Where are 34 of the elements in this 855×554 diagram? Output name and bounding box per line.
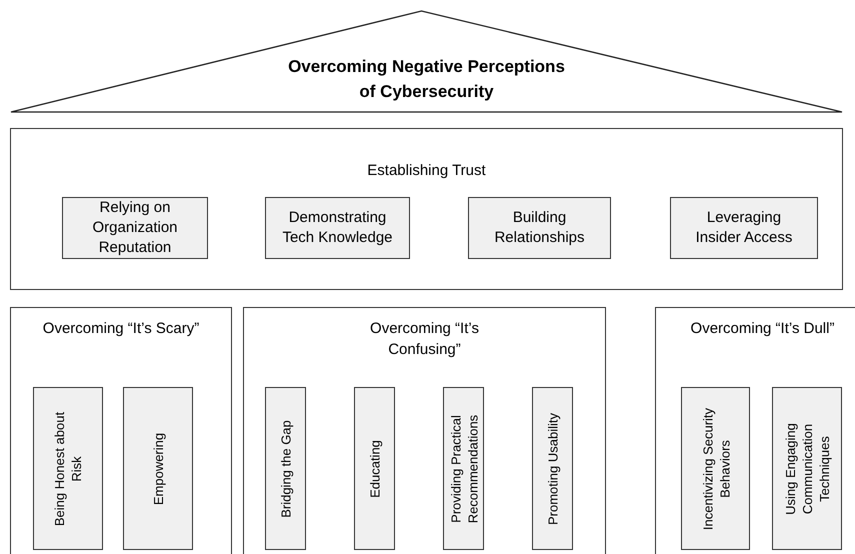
strategy-label: Building Relationships xyxy=(493,208,586,248)
strategy-box xyxy=(265,387,306,550)
strategy-label: Being Honest about Risk xyxy=(51,410,85,528)
strategy-label: Promoting Usability xyxy=(544,412,561,524)
strategy-box xyxy=(532,387,573,550)
category-heading: Overcoming “It’s Confusing” xyxy=(369,319,480,360)
strategy-box xyxy=(670,197,818,259)
category-pillar xyxy=(10,307,232,554)
strategy-box xyxy=(443,387,484,550)
strategy-label: Educating xyxy=(366,440,383,498)
strategy-label: Empowering xyxy=(150,432,166,505)
strategy-box xyxy=(33,387,103,550)
strategy-box xyxy=(354,387,395,550)
category-heading: Establishing Trust xyxy=(366,161,487,181)
strategy-box xyxy=(62,197,208,259)
strategy-label: Providing Practical Recommendations xyxy=(446,413,480,525)
title-text: Overcoming Negative Perceptions of Cybersecurity xyxy=(287,56,566,103)
category-heading: Overcoming “It’s Scary” xyxy=(42,319,200,339)
category-heading: Overcoming “It’s Dull” xyxy=(690,319,836,339)
strategy-label: Using Engaging Communication Techniques xyxy=(782,422,832,516)
category-band xyxy=(10,128,843,290)
strategy-box xyxy=(468,197,611,259)
strategy-label: Bridging the Gap xyxy=(277,420,294,518)
roof-triangle xyxy=(10,10,843,113)
strategy-box xyxy=(681,387,750,550)
strategy-label: Incentivizing Security Behaviors xyxy=(698,406,732,532)
strategy-label: Leveraging Insider Access xyxy=(694,208,794,248)
category-pillar xyxy=(243,307,606,554)
strategy-box xyxy=(265,197,410,259)
strategy-label: Relying on Organization Reputation xyxy=(91,198,179,258)
strategy-box xyxy=(772,387,842,550)
strategy-box xyxy=(123,387,193,550)
category-pillar xyxy=(655,307,855,554)
strategy-label: Demonstrating Tech Knowledge xyxy=(281,208,394,248)
